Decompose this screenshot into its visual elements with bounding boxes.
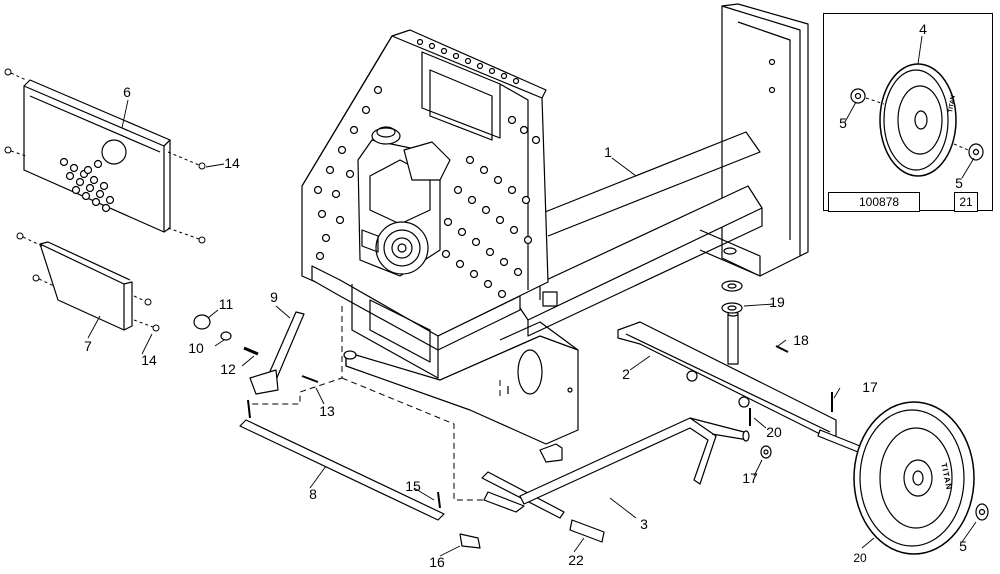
- callout-15: 15: [405, 478, 421, 494]
- reference-callout-box: 21: [954, 192, 978, 212]
- cage-perforations: [313, 38, 541, 299]
- callout-16: 16: [429, 554, 445, 570]
- callout-5a: 5: [839, 115, 847, 131]
- fasteners: [4, 68, 206, 332]
- engine: [357, 126, 451, 277]
- callout-4: 4: [919, 21, 927, 37]
- wheel-detail-inset-frame: [823, 13, 993, 211]
- callout-5c: 5: [959, 538, 967, 554]
- callout-17a: 17: [862, 379, 878, 395]
- callout-8: 8: [309, 486, 317, 502]
- callout-19: 19: [769, 294, 785, 310]
- foot-plate: [343, 321, 579, 463]
- callout-21: 21: [959, 195, 973, 209]
- inset-tire-detail: [850, 63, 984, 177]
- callout-12: 12: [220, 361, 236, 377]
- callout-17b: 17: [742, 470, 758, 486]
- callout-6: 6: [123, 84, 131, 100]
- callout-13: 13: [319, 403, 335, 419]
- part-number-reference-box: 100878: [828, 192, 920, 212]
- axle: [617, 311, 861, 453]
- callout-2: 2: [622, 366, 630, 382]
- front-cover: [23, 79, 171, 233]
- callout-14a: 14: [224, 155, 240, 171]
- tow-handle: [481, 417, 750, 543]
- callout-5b: 5: [955, 175, 963, 191]
- part-number-text: 100878: [859, 195, 900, 209]
- long-rod: [239, 419, 481, 549]
- lever-assembly: [193, 311, 319, 419]
- engine-cage: [301, 29, 549, 379]
- leader-lines: [87, 35, 977, 557]
- callout-20a: 20: [766, 424, 782, 440]
- callout-22: 22: [568, 552, 584, 568]
- callout-3: 3: [640, 516, 648, 532]
- callout-9: 9: [270, 289, 278, 305]
- callout-1: 1: [604, 144, 612, 160]
- callout-18: 18: [793, 332, 809, 348]
- main-beam: [511, 3, 809, 337]
- cover-vents: [59, 157, 115, 213]
- assembly-dashed-lines: [250, 306, 504, 501]
- wheel: [853, 401, 975, 555]
- callout-11: 11: [218, 296, 234, 312]
- callout-7: 7: [84, 338, 92, 354]
- callout-14b: 14: [141, 352, 157, 368]
- callout-20b: 20: [853, 551, 867, 565]
- guard-plate: [39, 241, 133, 331]
- callout-10: 10: [188, 340, 204, 356]
- washers: [721, 280, 989, 521]
